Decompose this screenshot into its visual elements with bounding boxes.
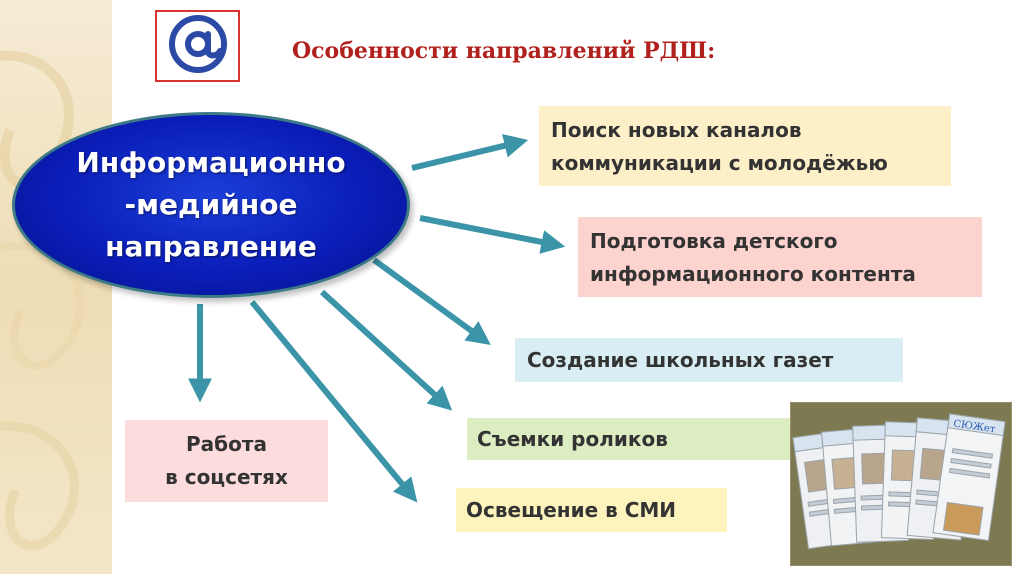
arrow-3 [372,257,491,345]
arrow-1 [411,133,529,171]
at-sign-icon [167,13,229,79]
logo [155,10,240,82]
direction-box-social: Работа в соцсетях [125,420,328,502]
direction-box-newspapers: Создание школьных газет [515,338,903,382]
direction-box-content: Подготовка детского информационного конт… [578,217,982,297]
central-topic-ellipse: Информационно -медийное направление [12,112,410,298]
central-topic-label: Информационно -медийное направление [76,146,346,263]
direction-box-channels: Поиск новых каналов коммуникации с молод… [539,106,951,186]
arrow-4 [319,289,453,411]
newspapers-photo: СЮЖет [790,402,1012,566]
page-title: Особенности направлений РДШ: [292,38,716,64]
arrow-2 [419,215,566,254]
decorative-side-panel [0,0,112,574]
direction-box-videos: Съемки роликов [467,418,792,460]
arrow-5 [249,300,418,503]
direction-box-media: Освещение в СМИ [456,488,727,532]
